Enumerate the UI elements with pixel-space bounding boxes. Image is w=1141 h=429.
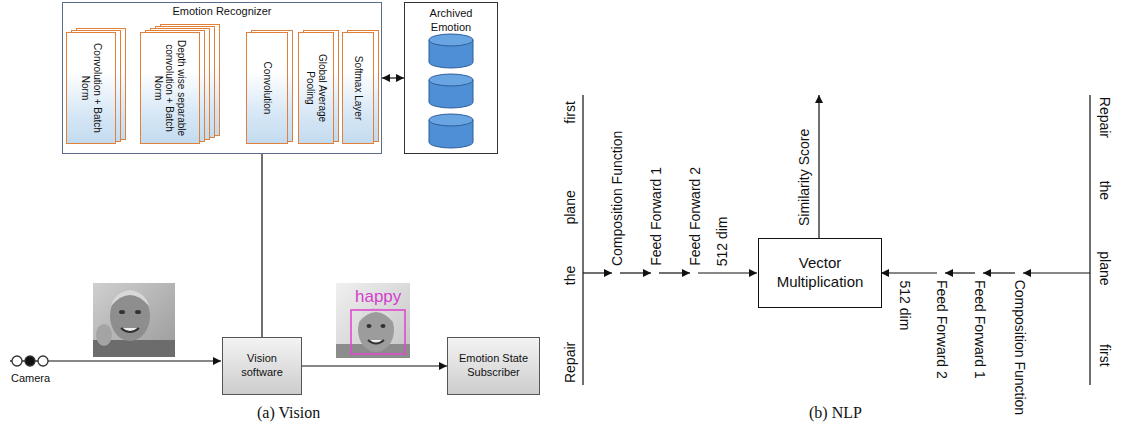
output-arrow [818,95,819,238]
stage-label: Feed Forward 2 [687,167,704,266]
layer-slab: Depth wise separable convolution + Batch… [140,32,200,144]
face-photo-annotated [336,283,410,358]
database-cylinder [429,34,473,68]
connector [261,154,262,337]
box-label: Vision software [232,352,292,380]
dimension-label: 512 dim [714,216,731,266]
face-photo [93,283,175,357]
layer-label: Global Average Pooling [305,38,328,138]
layer-slab: Global Average Pooling [298,32,334,144]
output-label: Similarity Score [796,129,813,226]
camera-dot [25,356,35,366]
flow-arrow [583,272,612,273]
layer-label: Convolution [261,38,273,138]
photo-eye [381,324,386,328]
flow-arrow [620,272,651,273]
sentence-bar [1089,95,1090,385]
sentence-word: plane [1096,251,1113,285]
sentence-word: the [562,266,579,285]
sentence-word: Repair [1096,97,1113,138]
process-box: Vision software [222,337,302,395]
camera-icon [10,356,48,366]
module-box: Emotion RecognizerConvolution + Batch No… [62,2,382,154]
camera-feed-arrow [48,360,221,361]
cylinder-top [429,114,473,126]
box-label: Emotion State Subscriber [457,352,530,380]
flow-arrow [1023,272,1090,273]
connector [302,365,447,366]
stage-label: Feed Forward 1 [648,167,665,266]
process-box: Vector Multiplication [758,238,882,308]
cylinder-top [429,34,473,46]
layer-slab: Convolution + Batch Norm [66,32,116,144]
stage-label: Feed Forward 2 [933,280,950,379]
detection-box [351,310,405,354]
sentence-word: plane [562,190,579,224]
device-label: Camera [11,372,50,385]
sentence-word: first [562,101,579,124]
subfigure-caption: (b) NLP [809,403,862,422]
process-box: Emotion State Subscriber [447,337,540,395]
photo-eye [119,310,125,314]
photo-head [358,308,394,352]
photo-hair [111,290,149,306]
stage-label: Composition Function [609,131,626,266]
flow-arrow [881,272,937,273]
layer-label: Depth wise separable convolution + Batch… [153,38,188,138]
flow-arrow [945,272,975,273]
sentence-bar [582,95,583,385]
camera-dot [38,356,48,366]
photo-ground [336,283,410,358]
flow-arrow [698,272,757,273]
sentence-word: Repair [562,342,579,383]
layer-label: Convolution + Batch Norm [80,38,103,138]
layer-slab: Softmax Layer [342,32,374,144]
storage-box: Archived Emotion [404,2,498,154]
stage-label: Composition Function [1011,280,1028,415]
sentence-word: first [1096,344,1113,367]
box-label: Archived Emotion [417,7,485,35]
photo-mouth [368,340,384,344]
photo-eye [135,310,141,314]
photo-eye [367,324,372,328]
database-cylinder [429,74,473,108]
layer-label: Softmax Layer [352,38,364,138]
camera-dot [12,356,22,366]
layer-slab: Convolution [246,32,288,144]
subfigure-caption: (a) Vision [257,403,320,422]
photo-head [110,291,150,341]
box-label: Emotion Recognizer [63,5,381,18]
photo-hand [96,324,112,346]
connector [382,77,404,78]
box-label: Vector Multiplication [765,254,875,292]
sentence-word: the [1096,181,1113,200]
database-cylinder [429,114,473,148]
photo-ground [93,283,175,357]
flow-arrow [659,272,690,273]
photo-mouth [121,328,139,332]
dimension-label: 512 dim [897,280,914,330]
cylinder-top [429,74,473,86]
stage-label: Feed Forward 1 [971,280,988,379]
flow-arrow [983,272,1015,273]
emotion-tag: happy [355,287,401,307]
